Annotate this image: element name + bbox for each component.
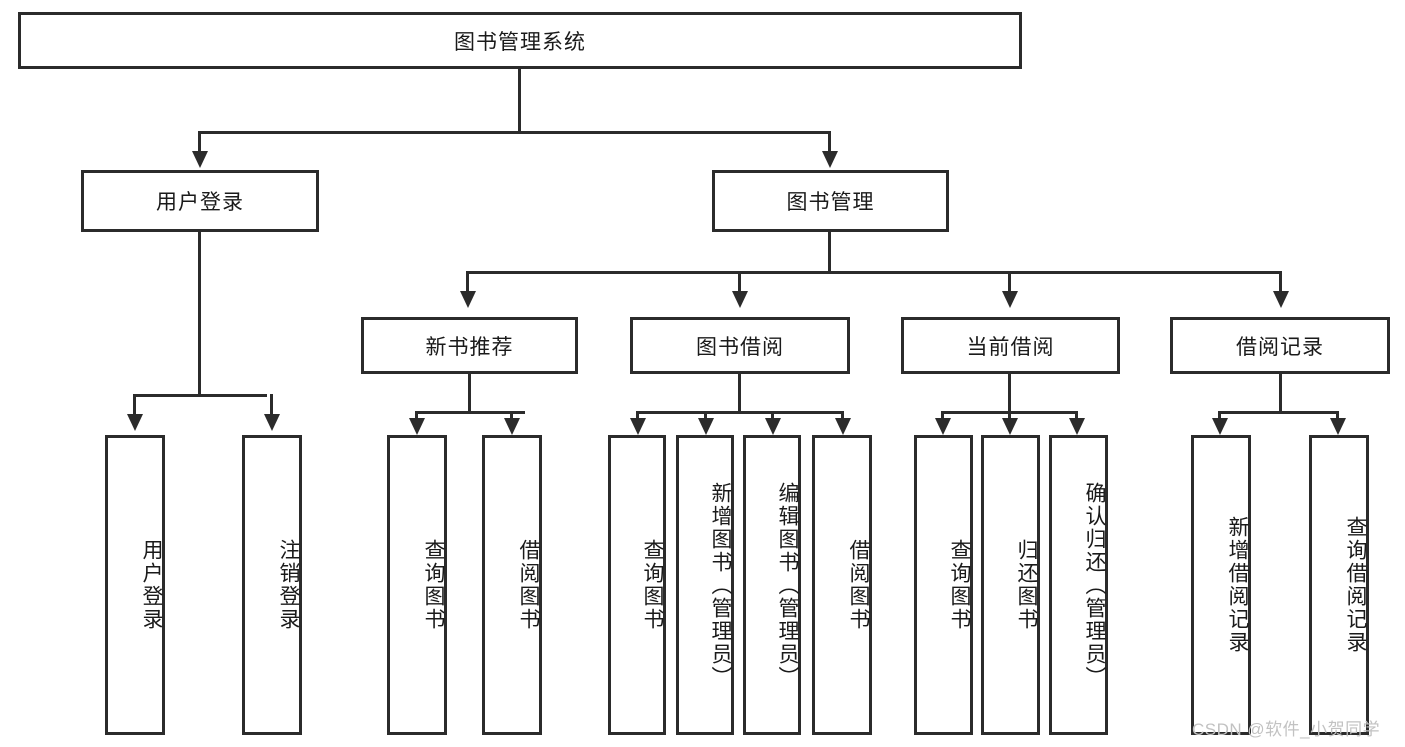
node-label: 借阅图书 (847, 539, 870, 631)
leaf-book-borrow-add-book-admin[interactable]: 新增图书（管理员） (676, 435, 734, 735)
arrowhead-current-borrow-1 (1002, 418, 1018, 435)
node-book-borrow[interactable]: 图书借阅 (630, 317, 850, 374)
node-label: 查询图书 (948, 539, 971, 631)
connector-user-login-drop-1 (270, 394, 273, 416)
node-current-borrow[interactable]: 当前借阅 (901, 317, 1120, 374)
arrowhead-book-borrow-3 (835, 418, 851, 435)
leaf-current-borrow-query-book[interactable]: 查询图书 (914, 435, 973, 735)
node-label: 查询借阅记录 (1344, 516, 1367, 654)
connector-book-management-stem (828, 232, 831, 271)
connector-level2-bus (466, 271, 1282, 274)
arrowhead-user-login-0 (127, 414, 143, 431)
leaf-book-borrow-borrow-book[interactable]: 借阅图书 (812, 435, 872, 735)
node-label: 图书管理 (786, 191, 875, 214)
connector-borrow-record-bus (1218, 411, 1339, 414)
leaf-current-borrow-return-book[interactable]: 归还图书 (981, 435, 1040, 735)
node-borrow-record[interactable]: 借阅记录 (1170, 317, 1390, 374)
connector-level2-drop-0 (466, 271, 469, 293)
leaf-current-borrow-confirm-return-admin[interactable]: 确认归还（管理员） (1049, 435, 1108, 735)
node-label: 查询图书 (641, 539, 664, 631)
arrowhead-level1-0 (192, 151, 208, 168)
leaf-borrow-record-add-record[interactable]: 新增借阅记录 (1191, 435, 1251, 735)
node-label: 用户登录 (156, 191, 244, 214)
connector-root-stem (518, 69, 521, 131)
arrowhead-book-borrow-0 (630, 418, 646, 435)
connector-user-login-stem (198, 232, 201, 394)
node-book-management[interactable]: 图书管理 (712, 170, 949, 232)
connector-level1-drop-0 (198, 131, 201, 153)
node-label: 新增图书（管理员） (709, 481, 732, 689)
node-label: 新书推荐 (425, 335, 514, 359)
connector-new-book-bus (415, 411, 525, 414)
connector-level2-drop-3 (1279, 271, 1282, 293)
arrowhead-level1-1 (822, 151, 838, 168)
arrowhead-new-book-1 (504, 418, 520, 435)
leaf-new-book-query-book[interactable]: 查询图书 (387, 435, 447, 735)
node-label: 图书管理系统 (454, 30, 586, 54)
node-label: 借阅图书 (517, 539, 540, 631)
leaf-borrow-record-query-record[interactable]: 查询借阅记录 (1309, 435, 1369, 735)
connector-borrow-record-stem (1279, 374, 1282, 411)
node-label: 归还图书 (1015, 539, 1038, 631)
node-label: 编辑图书（管理员） (776, 481, 799, 689)
node-label: 新增借阅记录 (1226, 516, 1249, 654)
node-label: 当前借阅 (966, 335, 1055, 359)
node-label: 图书借阅 (696, 335, 784, 359)
node-label: 注销登录 (277, 539, 300, 631)
connector-level2-drop-1 (738, 271, 741, 293)
connector-book-borrow-bus (636, 411, 844, 414)
arrowhead-level2-1 (732, 291, 748, 308)
arrowhead-current-borrow-0 (935, 418, 951, 435)
leaf-book-borrow-edit-book-admin[interactable]: 编辑图书（管理员） (743, 435, 801, 735)
connector-current-borrow-stem (1008, 374, 1011, 411)
node-label: 查询图书 (422, 539, 445, 631)
leaf-book-borrow-query-book[interactable]: 查询图书 (608, 435, 666, 735)
leaf-new-book-borrow-book[interactable]: 借阅图书 (482, 435, 542, 735)
connector-user-login-bus (133, 394, 267, 397)
node-new-book-recommend[interactable]: 新书推荐 (361, 317, 578, 374)
connector-level2-drop-2 (1008, 271, 1011, 293)
arrowhead-new-book-0 (409, 418, 425, 435)
leaf-user-login-login[interactable]: 用户登录 (105, 435, 165, 735)
connector-level1-bus (198, 131, 831, 134)
connector-new-book-stem (468, 374, 471, 411)
arrowhead-borrow-record-1 (1330, 418, 1346, 435)
connector-user-login-drop-0 (133, 394, 136, 416)
arrowhead-borrow-record-0 (1212, 418, 1228, 435)
arrowhead-book-borrow-2 (765, 418, 781, 435)
connector-level1-drop-1 (828, 131, 831, 153)
arrowhead-level2-0 (460, 291, 476, 308)
arrowhead-user-login-1 (264, 414, 280, 431)
node-user-login[interactable]: 用户登录 (81, 170, 319, 232)
csdn-watermark: CSDN @软件_小贺同学 (1192, 720, 1381, 739)
arrowhead-level2-3 (1273, 291, 1289, 308)
arrowhead-current-borrow-2 (1069, 418, 1085, 435)
node-label: 确认归还（管理员） (1083, 481, 1106, 689)
node-label: 借阅记录 (1236, 335, 1324, 359)
node-label: 用户登录 (140, 539, 163, 631)
node-root-book-management-system[interactable]: 图书管理系统 (18, 12, 1022, 69)
connector-book-borrow-stem (738, 374, 741, 411)
arrowhead-book-borrow-1 (698, 418, 714, 435)
leaf-user-login-logout[interactable]: 注销登录 (242, 435, 302, 735)
arrowhead-level2-2 (1002, 291, 1018, 308)
